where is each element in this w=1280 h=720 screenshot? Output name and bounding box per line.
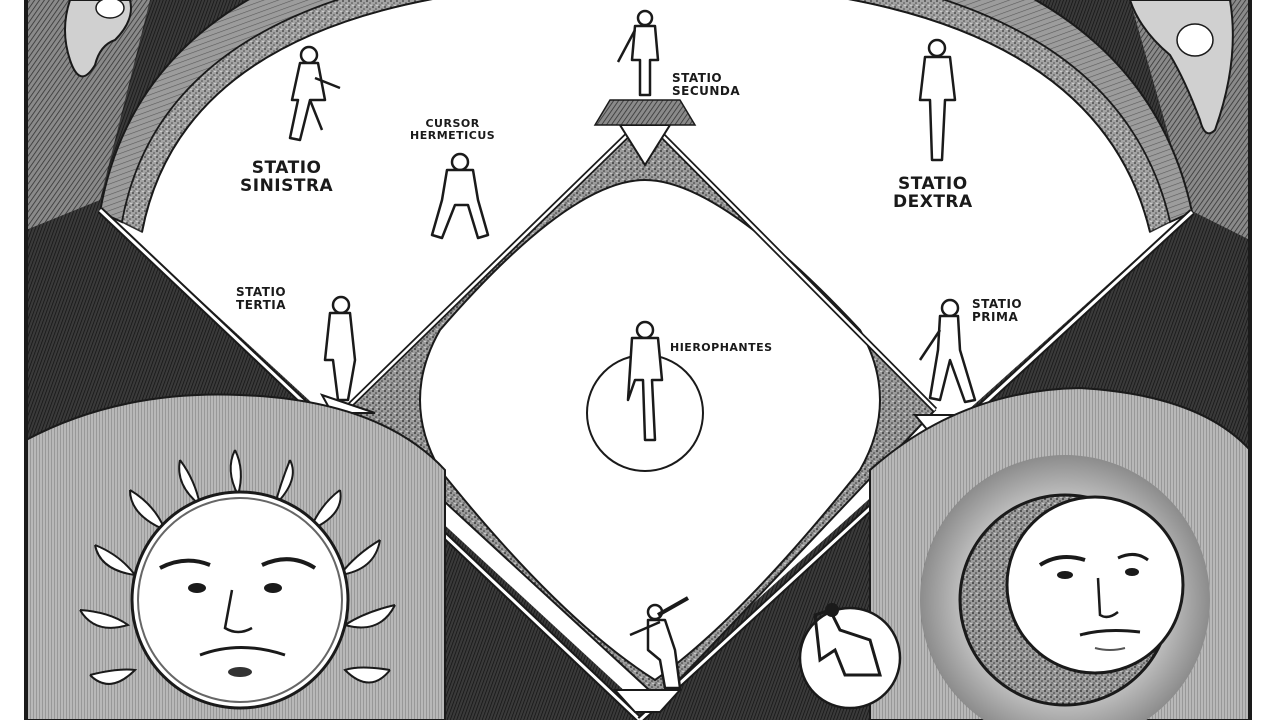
label-line: STATIO <box>897 174 968 194</box>
label-line: HERMETICUS <box>410 128 496 142</box>
home-plate <box>612 689 683 713</box>
label-line: SECUNDA <box>672 83 741 98</box>
catcher <box>798 603 902 710</box>
crescent-moon-face <box>869 386 1250 720</box>
label-line: STATIO <box>972 297 1023 311</box>
winged-cherub-left <box>64 0 132 78</box>
pitcher <box>626 320 664 442</box>
warning-track-arc <box>98 0 1194 224</box>
second-baseman <box>616 9 660 97</box>
label-line: CURSOR <box>425 117 480 130</box>
label-line: STATIO <box>251 158 322 178</box>
first-baseman <box>918 298 977 404</box>
winged-cherub-right <box>1128 0 1234 135</box>
label-cursor-hermeticus: CURSOR HERMETICUS <box>410 118 495 141</box>
third-baseman <box>323 295 357 402</box>
batter <box>629 596 689 690</box>
label-line: STATIO <box>672 71 723 85</box>
label-line: SINISTRA <box>240 175 334 196</box>
label-line: STATIO <box>236 285 287 299</box>
label-statio-prima: STATIO PRIMA <box>972 298 1022 323</box>
label-line: HIEROPHANTES <box>670 341 773 354</box>
label-statio-tertia: STATIO TERTIA <box>236 286 286 311</box>
left-fielder <box>288 45 341 142</box>
right-fielder <box>918 38 957 162</box>
sun-face <box>26 393 446 720</box>
shortstop <box>430 152 490 240</box>
label-line: TERTIA <box>236 297 287 312</box>
label-line: PRIMA <box>972 309 1019 324</box>
label-hierophantes: HIEROPHANTES <box>670 342 773 354</box>
label-statio-secunda: STATIO SECUNDA <box>672 72 740 97</box>
label-statio-dextra: STATIO DEXTRA <box>893 174 973 212</box>
label-statio-sinistra: STATIO SINISTRA <box>240 158 334 196</box>
second-base <box>593 99 697 167</box>
label-line: DEXTRA <box>893 191 973 212</box>
